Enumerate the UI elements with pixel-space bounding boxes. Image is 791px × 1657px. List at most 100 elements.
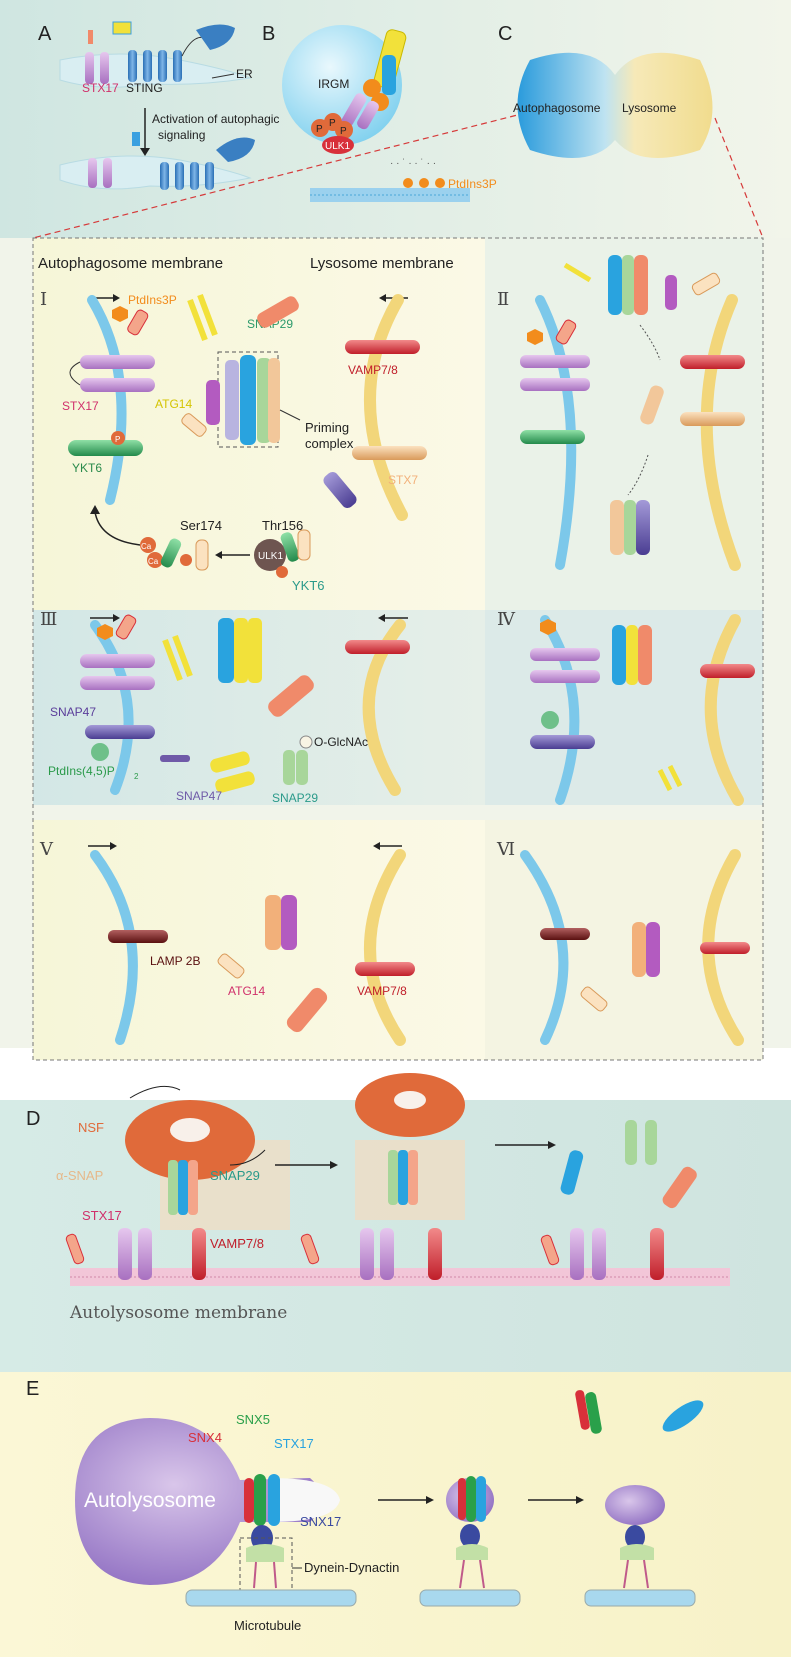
stx17-helix	[80, 676, 155, 690]
dynein-leg	[479, 1559, 485, 1589]
lysosome-label-c: Lysosome	[622, 101, 677, 115]
ulk1-ball-i	[254, 539, 286, 571]
autophagosome-label-c: Autophagosome	[513, 101, 601, 115]
stx17-habc	[540, 1234, 560, 1266]
ptdins3p-hexagon	[527, 329, 543, 345]
vamp-coil	[286, 987, 328, 1033]
dynein-leg	[273, 1561, 277, 1589]
stx17-helix	[80, 654, 155, 668]
zoom-line-left	[32, 107, 546, 239]
snx5-protein	[466, 1476, 476, 1522]
snare-helix-coral	[638, 625, 652, 685]
p-label: P	[115, 435, 120, 444]
curved-arrow-head	[90, 505, 100, 514]
zoom-line-right	[714, 117, 764, 239]
activation-label-1: Activation of autophagic	[152, 112, 279, 126]
p-label: P	[340, 126, 347, 137]
lysosome-membrane-arc	[364, 294, 408, 521]
oglcnac-label: O-GlcNAc	[314, 735, 368, 749]
numeral-iv: Ⅳ	[497, 609, 516, 630]
nsf-label: NSF	[78, 1120, 104, 1135]
snap29-helix-blue	[240, 355, 256, 445]
dynein-dynactin	[620, 1544, 654, 1560]
stx17-loop	[69, 361, 81, 386]
sting-protein	[128, 24, 235, 82]
arrow-to-left-head	[215, 551, 222, 559]
ykt6-mini-helix	[280, 532, 300, 562]
tan-coil	[297, 529, 311, 561]
dotted-arrow	[639, 324, 661, 361]
priming-pointer	[279, 409, 301, 421]
stx17-habc	[300, 1233, 320, 1265]
autophagosome-membrane-label: Autophagosome membrane	[38, 255, 223, 272]
process-arrow-head	[330, 1161, 338, 1169]
ptdins45p2-subscript: 2	[134, 772, 139, 781]
activation-label-2: signaling	[158, 128, 205, 142]
stx17-helix-i	[80, 378, 155, 392]
dynein-dynactin	[246, 1544, 284, 1562]
dynein-dynactin	[456, 1544, 488, 1560]
vamp78-label-d: VAMP7/8	[210, 1236, 264, 1251]
snap29-helix-free	[625, 1120, 637, 1165]
snare-helix-indigo	[636, 500, 650, 555]
snap29-helix-blue	[218, 618, 234, 683]
sting-helix	[205, 162, 214, 190]
panel-c-letter: C	[498, 23, 512, 45]
dynein-leg	[253, 1561, 257, 1589]
stx17-tip	[88, 30, 93, 44]
vamp78-tm	[192, 1228, 206, 1280]
snare-helix-green	[624, 500, 636, 555]
sting-helix	[175, 162, 184, 190]
sting-label: STING	[126, 81, 163, 95]
ykt6-helix	[520, 430, 585, 444]
stx17-small-helix	[127, 309, 149, 336]
panel-b: B IRGM P P P ULK1 PtdIns3P · · ˙ · · ˙ ·…	[262, 23, 497, 202]
snx4-label: SNX4	[188, 1430, 222, 1445]
panel-a: A STX17 STING ER Activation of autophagi…	[38, 21, 279, 190]
phospho-ball	[111, 431, 125, 445]
rotation-arrow	[229, 1149, 266, 1166]
curved-arrow	[94, 511, 141, 546]
nsf-pore	[394, 1091, 426, 1109]
stx17-helix	[520, 378, 590, 391]
ulk1-label-i: ULK1	[258, 551, 283, 562]
vamp78-helix	[700, 942, 750, 954]
ptdins3p-head	[403, 178, 413, 188]
ykt6-label-i-b: YKT6	[292, 578, 325, 593]
atg14-label-i: ATG14	[155, 397, 192, 411]
stx7-helix	[268, 358, 280, 443]
stx7-label-i: STX7	[388, 473, 418, 487]
vamp78-helix-v	[355, 962, 415, 976]
snap29-label-d: SNAP29	[210, 1168, 260, 1183]
atg14-helix-purple	[206, 380, 220, 425]
fusion-organelle	[517, 52, 713, 158]
tan-coil	[195, 539, 209, 571]
atg14-coil-orange	[265, 895, 281, 950]
dynein-leg	[459, 1559, 465, 1589]
snap47-helix	[530, 735, 595, 749]
snap29-label-iii: SNAP29	[272, 791, 318, 805]
panel-i: Autophagosome membrane Lysosome membrane…	[38, 255, 454, 593]
arrow-left-head	[373, 842, 380, 850]
panel-c: C Autophagosome Lysosome	[498, 23, 713, 158]
stx7-helix-i	[352, 446, 427, 460]
stx17-label-e: STX17	[274, 1436, 314, 1451]
snare-helix-peach	[610, 500, 624, 555]
stx17-helix	[520, 355, 590, 368]
stx17-protein-e	[268, 1474, 280, 1526]
stx17-tm	[570, 1228, 584, 1280]
priming-label-1: Priming	[305, 420, 349, 435]
microtubule	[584, 1589, 696, 1607]
yellow-hairpin	[563, 262, 592, 283]
snx4-protein	[244, 1478, 254, 1523]
snap47-label-b: SNAP47	[176, 789, 222, 803]
numeral-v: Ⅴ	[39, 839, 54, 860]
ptdins3p-hexagon	[112, 306, 128, 322]
stx7-coil	[323, 471, 357, 509]
snap47-helix	[85, 725, 155, 739]
dynein-leg	[643, 1559, 649, 1589]
process-arrow-head	[548, 1141, 556, 1149]
irgm-blue-helix	[382, 55, 396, 95]
lamp2b-helix	[108, 930, 168, 943]
